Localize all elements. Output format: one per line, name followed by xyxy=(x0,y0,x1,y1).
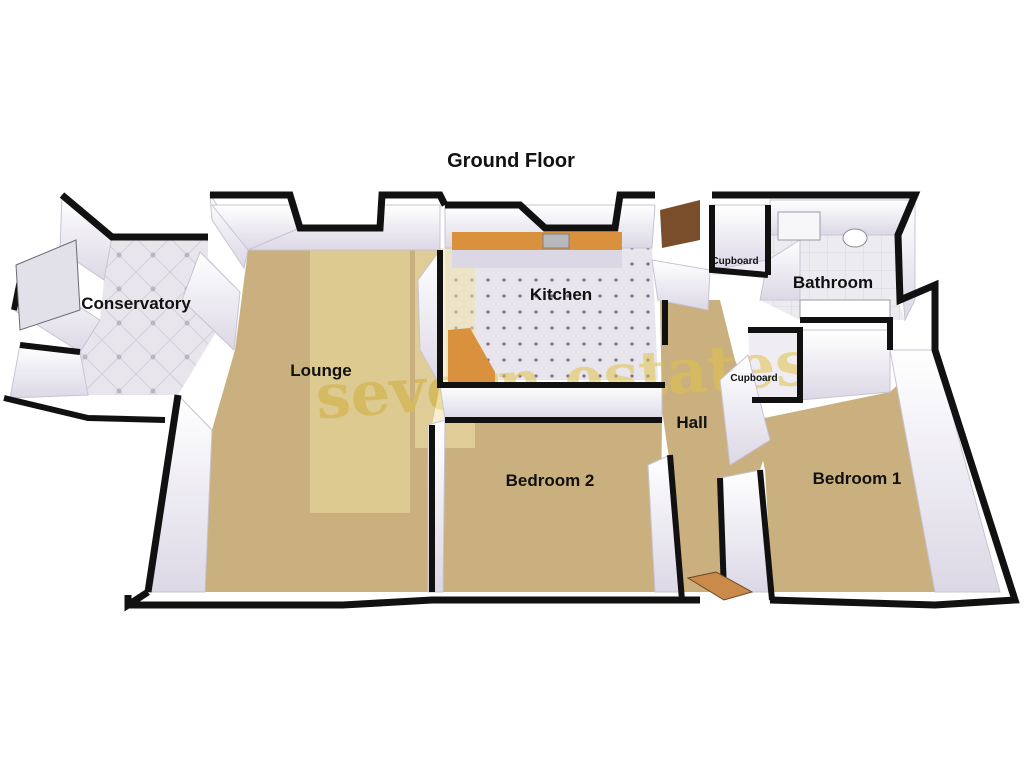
front-door xyxy=(686,571,754,601)
cupboard-bottom-floor xyxy=(748,330,800,400)
bathroom-label: Bathroom xyxy=(793,273,873,292)
kitchen-units xyxy=(452,250,622,268)
sink xyxy=(542,233,570,249)
floor-title: Ground Floor xyxy=(447,150,575,172)
shower-tray xyxy=(777,211,821,241)
basin-icon xyxy=(842,228,868,248)
hall-label: Hall xyxy=(676,413,707,432)
conservatory-door xyxy=(15,239,81,331)
cupboard-top-label: Cupboard xyxy=(711,256,758,267)
kitchen-label: Kitchen xyxy=(530,285,592,304)
bath xyxy=(799,299,891,319)
doors xyxy=(15,200,754,601)
wall-faces xyxy=(9,193,1001,593)
kitchen-door xyxy=(660,200,700,248)
kitchen-worktops xyxy=(448,232,622,388)
bathroom-fixtures xyxy=(777,211,891,319)
bedroom-2-label: Bedroom 2 xyxy=(506,471,595,490)
bedroom-1-label: Bedroom 1 xyxy=(813,469,902,488)
wall-tops xyxy=(3,191,1020,612)
conservatory-label: Conservatory xyxy=(81,294,191,313)
bedroom-2-floor xyxy=(443,420,662,592)
lounge-label: Lounge xyxy=(290,361,351,380)
bedroom-1-floor xyxy=(755,350,935,592)
worktop-back xyxy=(452,232,622,250)
worktop-side xyxy=(448,328,495,388)
cupboard-bottom-label: Cupboard xyxy=(730,373,777,384)
hall-floor xyxy=(660,300,770,592)
kitchen-floor xyxy=(445,248,658,380)
